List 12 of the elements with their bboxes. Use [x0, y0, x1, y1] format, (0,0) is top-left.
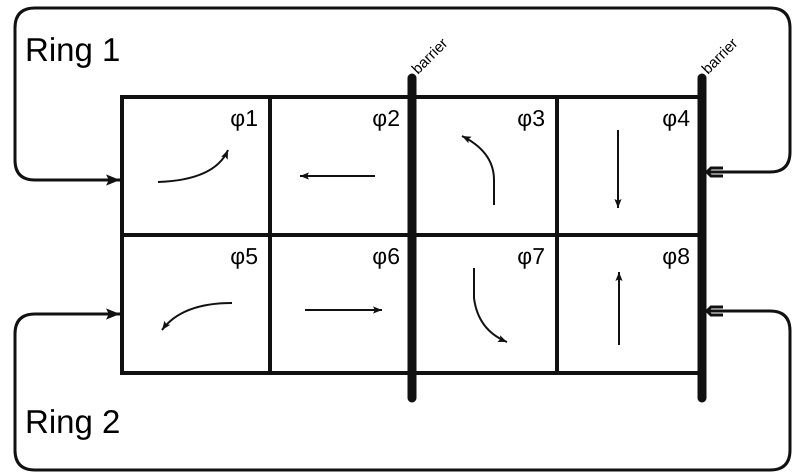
ring-connector — [14, 306, 792, 472]
phase-label: φ5 — [230, 245, 258, 268]
phase-label: φ3 — [517, 107, 545, 130]
phase-label: φ8 — [662, 245, 690, 268]
ring-connector — [14, 6, 792, 186]
ring-label: Ring 2 — [25, 405, 120, 438]
phase-label: φ1 — [230, 107, 258, 130]
phase-label: φ2 — [372, 107, 400, 130]
ring-label: Ring 1 — [25, 33, 120, 66]
phase-label: φ7 — [517, 245, 545, 268]
phase-label: φ4 — [662, 107, 690, 130]
phase-label: φ6 — [372, 245, 400, 268]
